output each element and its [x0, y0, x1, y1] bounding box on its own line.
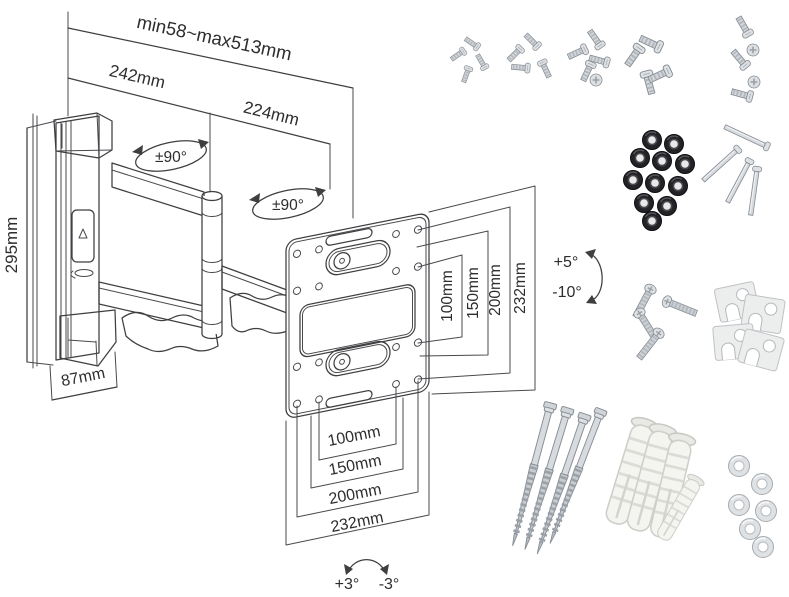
label-arm-1: 242mm	[107, 61, 167, 92]
bottom-slot	[325, 389, 373, 408]
dim-line-arm-segments	[67, 77, 331, 145]
label-extension-range: min58~max513mm	[135, 11, 294, 64]
wall-plate-bottom-block	[59, 309, 117, 367]
dim-ticks-depth	[49, 351, 118, 401]
label-roll-right: -3°	[379, 576, 400, 593]
label-depth: 87mm	[60, 365, 107, 390]
swivel-joint-column	[201, 190, 223, 340]
label-tilt-down: -10°	[552, 284, 582, 301]
label-vesa-h-232: 232mm	[329, 509, 385, 536]
label-tilt-up: +5°	[554, 254, 579, 271]
screw-set-2	[505, 31, 553, 79]
locking-tab	[74, 269, 94, 277]
label-vesa-v-232: 232mm	[512, 262, 529, 314]
dim-line-extension-range	[67, 27, 354, 89]
wall-plate-slot	[71, 209, 95, 263]
screw-set-3	[566, 28, 611, 87]
top-pill-slot	[325, 239, 391, 276]
screw-set-5	[729, 15, 761, 103]
swivel-arrow-2	[252, 188, 324, 220]
central-cutout	[299, 284, 416, 358]
label-vesa-v-100: 100mm	[439, 270, 456, 322]
square-spacer-plates	[712, 280, 786, 373]
label-vesa-v-200: 200mm	[487, 264, 504, 316]
vesa-plate	[285, 213, 430, 418]
label-swivel-2: ±90°	[272, 197, 304, 214]
screw-set-4	[622, 32, 673, 95]
vesa-vertical-brackets	[416, 185, 536, 395]
vesa-horizontal-brackets	[285, 380, 430, 546]
cable-hook-2	[229, 292, 291, 334]
flat-washers	[727, 454, 778, 559]
label-arm-2: 224mm	[242, 98, 302, 130]
up-arrow-icon	[78, 228, 88, 239]
top-slot	[325, 227, 373, 246]
black-spacer-rings	[622, 129, 696, 232]
roll-annotation	[344, 559, 389, 575]
long-machine-bolts	[699, 122, 772, 217]
articulating-arm	[98, 162, 219, 353]
screw-set-1	[447, 33, 492, 86]
label-plate-height: 295mm	[2, 217, 21, 274]
plastic-wall-anchors	[600, 413, 707, 545]
label-vesa-h-200: 200mm	[327, 481, 383, 508]
wall-edge	[32, 113, 38, 369]
wall-plate	[32, 112, 117, 369]
label-roll-left: +3°	[335, 576, 360, 593]
dim-line-depth	[51, 386, 118, 401]
dim-ticks-plate-height	[26, 120, 57, 366]
bottom-pill-slot	[325, 340, 391, 377]
label-swivel-1: ±90°	[155, 149, 187, 166]
cable-hook-1	[121, 311, 219, 353]
tilt-annotation	[585, 249, 603, 304]
label-vesa-v-150: 150mm	[465, 267, 482, 319]
swivel-annotations	[132, 139, 326, 220]
front-arm	[221, 265, 291, 334]
dimension-lines	[26, 11, 354, 401]
medium-machine-bolts	[630, 282, 698, 361]
label-vesa-h-100: 100mm	[326, 423, 382, 450]
wall-lag-screws	[506, 401, 607, 556]
swivel-arrow-1	[135, 140, 207, 172]
